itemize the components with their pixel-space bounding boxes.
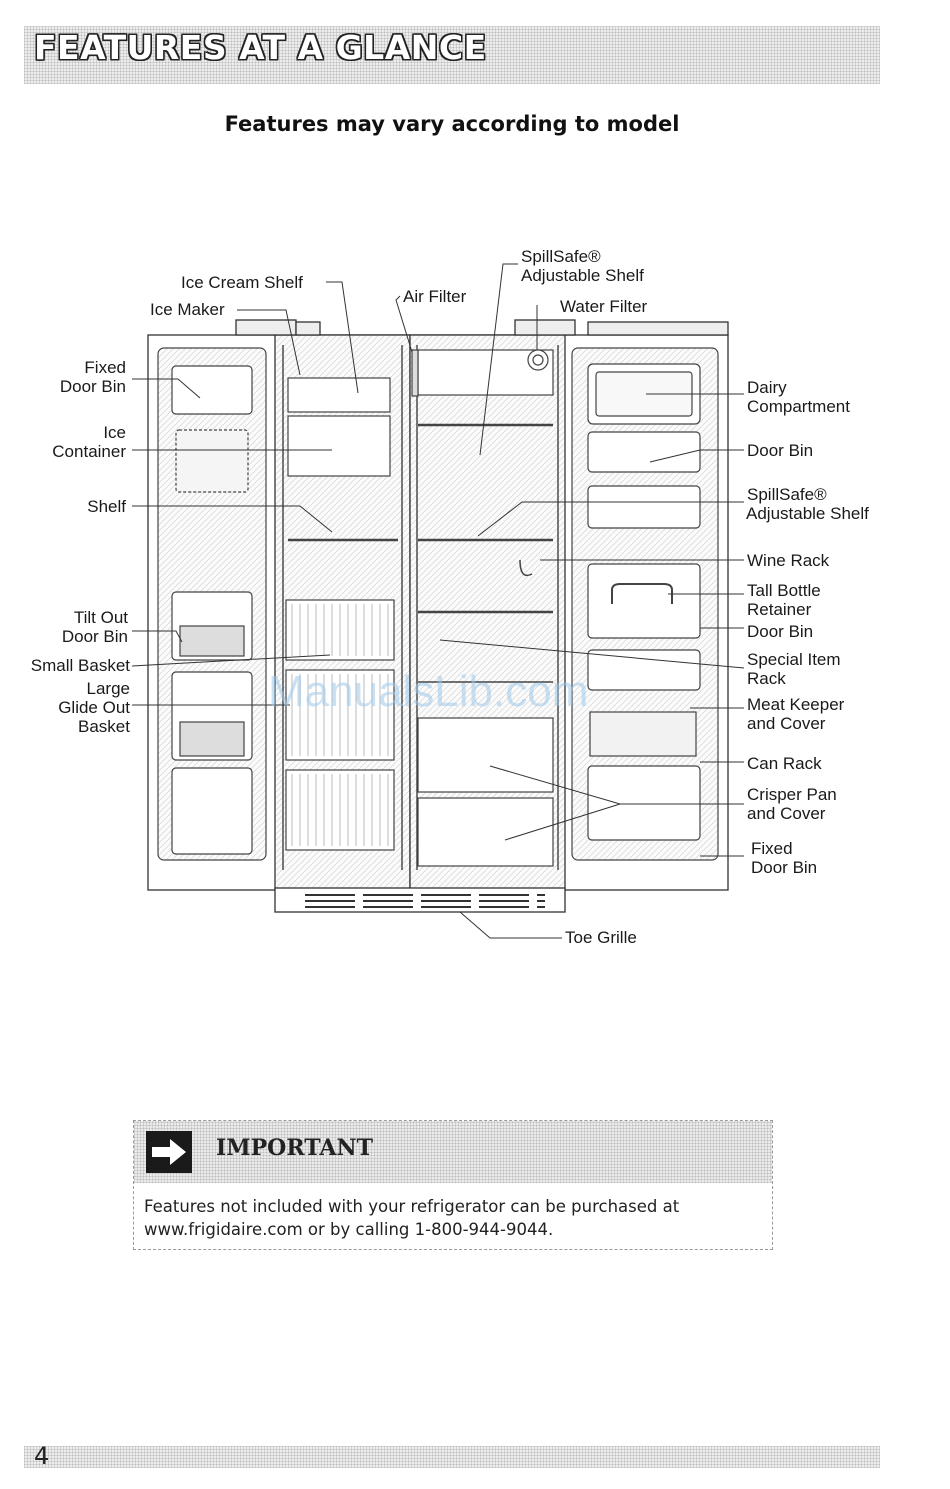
important-text: Features not included with your refriger… (144, 1195, 754, 1241)
label-crisper-pan: Crisper Pan (747, 785, 837, 804)
leader-lines (131, 263, 745, 939)
label-ice-cream-shelf: Ice Cream Shelf (181, 273, 303, 292)
label-tilt-out-door-bin: Tilt Out (74, 608, 128, 627)
label-ice-container-2: Container (52, 442, 126, 461)
label-large-basket: Large (87, 679, 130, 698)
label-large-basket-2: Glide Out (58, 698, 130, 717)
callout-labels: SpillSafe® Adjustable Shelf Ice Cream Sh… (31, 247, 869, 947)
watermark: ManualsLib.com (268, 667, 588, 716)
label-tall-bottle-retainer: Tall Bottle (747, 581, 821, 600)
label-spillsafe-top: SpillSafe® (521, 247, 601, 266)
refrigerator-diagram: SpillSafe® Adjustable Shelf Ice Cream Sh… (31, 247, 869, 947)
label-crisper-pan-2: and Cover (747, 804, 826, 823)
label-spillsafe-top-2: Adjustable Shelf (521, 266, 644, 285)
fresh-food-interior (411, 349, 554, 867)
toe-grille (274, 887, 566, 913)
arrow-right-icon (146, 1131, 192, 1173)
label-dairy-compartment-2: Compartment (747, 397, 850, 416)
important-header: IMPORTANT (134, 1121, 772, 1183)
label-special-item-rack-2: Rack (747, 669, 786, 688)
label-fixed-door-bin-right: Fixed (751, 839, 793, 858)
label-door-bin-upper: Door Bin (747, 441, 813, 460)
footer-bar (24, 1446, 880, 1468)
label-fixed-door-bin-left: Fixed (84, 358, 126, 377)
label-shelf: Shelf (87, 497, 126, 516)
label-spillsafe-right: SpillSafe® (747, 485, 827, 504)
label-tall-bottle-retainer-2: Retainer (747, 600, 812, 619)
important-text-line-2: www.frigidaire.com or by calling 1-800-9… (144, 1220, 554, 1239)
label-meat-keeper-2: and Cover (747, 714, 826, 733)
freezer-door (157, 347, 267, 861)
freezer-interior (285, 377, 398, 851)
label-ice-maker: Ice Maker (150, 300, 225, 319)
label-special-item-rack: Special Item (747, 650, 841, 669)
fresh-food-door (571, 347, 719, 861)
label-dairy-compartment: Dairy (747, 378, 787, 397)
label-toe-grille: Toe Grille (565, 928, 637, 947)
label-wine-rack: Wine Rack (747, 551, 830, 570)
page-title: FEATURES AT A GLANCE (34, 28, 487, 67)
important-title: IMPORTANT (216, 1135, 373, 1161)
label-can-rack: Can Rack (747, 754, 822, 773)
header-bar (24, 26, 880, 84)
label-tilt-out-door-bin-2: Door Bin (62, 627, 128, 646)
label-spillsafe-right-2: Adjustable Shelf (746, 504, 869, 523)
page-subtitle: Features may vary according to model (224, 112, 680, 136)
label-fixed-door-bin-left-2: Door Bin (60, 377, 126, 396)
label-air-filter: Air Filter (403, 287, 467, 306)
label-fixed-door-bin-right-2: Door Bin (751, 858, 817, 877)
page-number: 4 (34, 1442, 50, 1470)
important-text-line-1: Features not included with your refriger… (144, 1197, 680, 1216)
label-large-basket-3: Basket (78, 717, 130, 736)
label-meat-keeper: Meat Keeper (747, 695, 845, 714)
label-ice-container: Ice (103, 423, 126, 442)
label-water-filter: Water Filter (560, 297, 648, 316)
label-door-bin-lower: Door Bin (747, 622, 813, 641)
label-small-basket: Small Basket (31, 656, 130, 675)
important-notice: IMPORTANT Features not included with you… (133, 1120, 773, 1250)
